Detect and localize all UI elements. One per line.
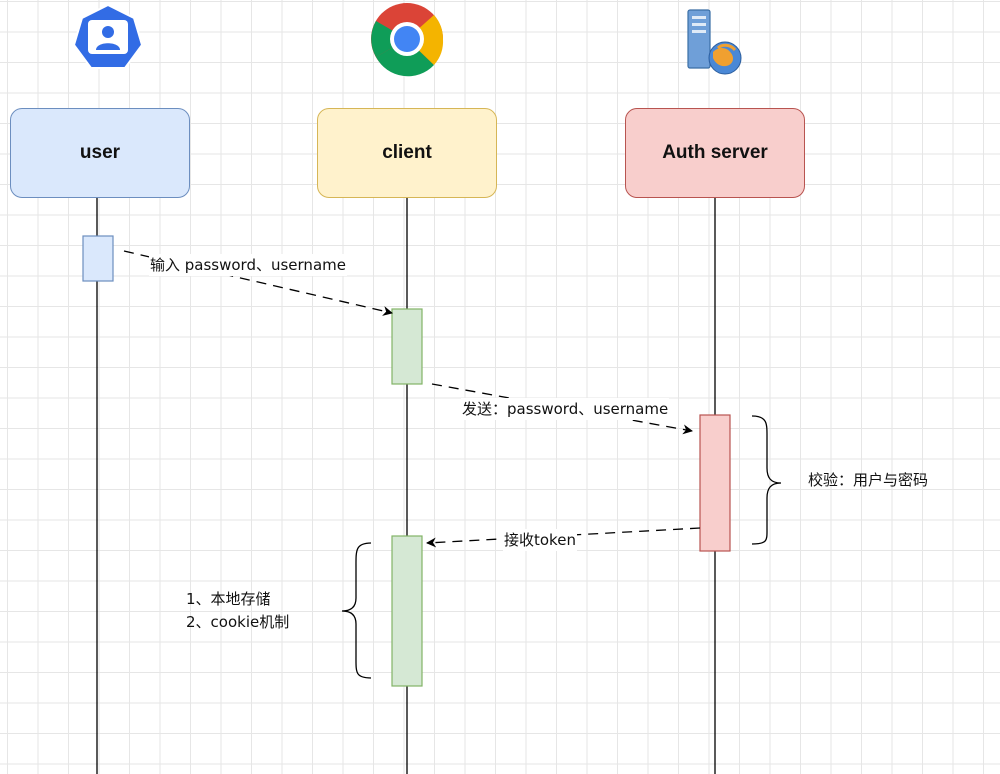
note-verify: 校验：用户与密码 (808, 471, 929, 489)
participant-user: user (10, 108, 190, 198)
participant-client: client (317, 108, 497, 198)
activation-user (82, 235, 114, 282)
user-icon (72, 3, 144, 69)
participant-auth-server: Auth server (625, 108, 805, 198)
note-storage-line-1: 1、本地存储 (186, 590, 271, 608)
message-arrow-1 (123, 250, 393, 316)
participant-user-label: user (79, 142, 121, 163)
web-server-icon (687, 9, 742, 75)
participant-auth-server-label: Auth server (662, 142, 768, 163)
message-label-3: 接收token (503, 529, 577, 551)
activation-client-2 (391, 535, 423, 687)
note-storage-line-2: 2、cookie机制 (186, 613, 290, 631)
note-storage: 1、本地存储 2、cookie机制 (186, 588, 289, 634)
activation-client-1 (391, 308, 423, 385)
message-label-2: 发送：password、username (461, 398, 670, 420)
brace-verify (751, 415, 782, 545)
message-label-1: 输入 password、username (149, 254, 347, 276)
chrome-icon (371, 3, 444, 77)
brace-storage (341, 542, 372, 679)
activation-auth-server (699, 414, 731, 552)
participant-client-label: client (382, 142, 432, 163)
